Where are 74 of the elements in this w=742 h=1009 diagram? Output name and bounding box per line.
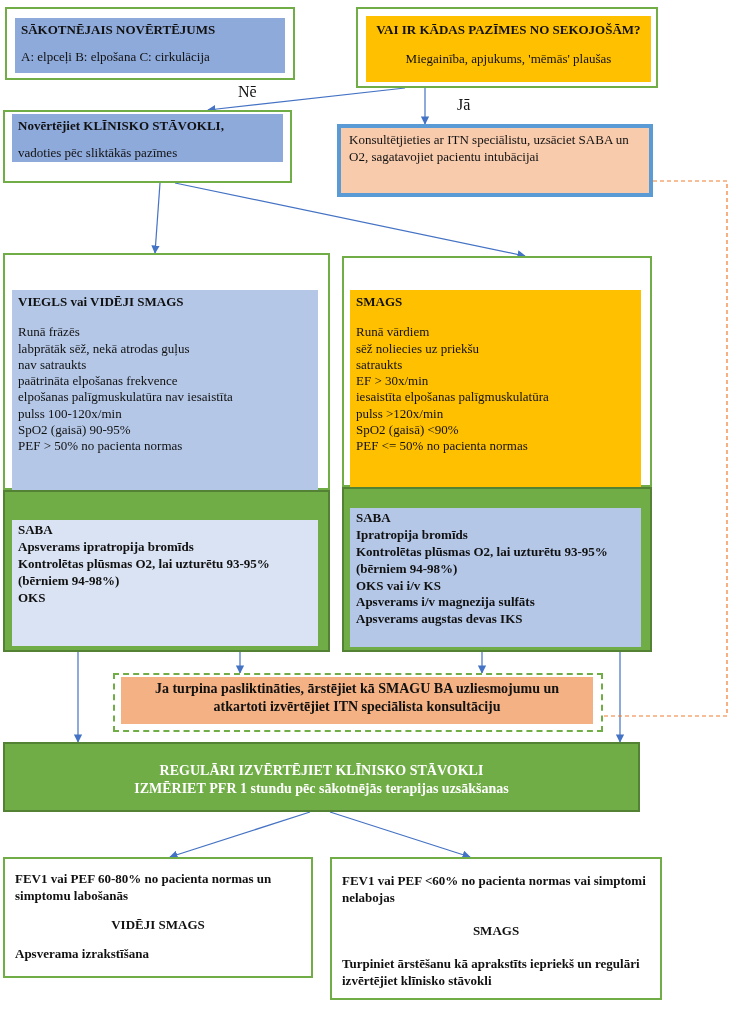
body-text: Kontrolētas plūsmas O2, lai uzturētu 93-95% (bērniem 94-98%): [18, 555, 271, 590]
body-text: OKS: [18, 589, 47, 607]
arrow: [174, 182, 526, 259]
frame-box: [342, 256, 652, 487]
body-text: PEF <= 50% no pacienta normas: [356, 438, 529, 455]
treatment-frame: [3, 490, 330, 652]
body-text: pulss >120x/min: [356, 405, 445, 422]
frame-box: [5, 7, 295, 80]
treatment-frame: [342, 487, 652, 652]
frame-box: [356, 7, 658, 88]
heading-text: REGULĀRI IZVĒRTĒJIET KLĪNISKO STĀVOKLI: [158, 762, 485, 780]
heading-text: SABA: [356, 510, 392, 527]
arrow: [151, 182, 161, 254]
body-text: SMAGS: [471, 922, 521, 940]
body-text: IZMĒRIET PFR 1 stundu pēc sākotnējās terapijas uzsākšanas: [133, 780, 510, 799]
body-text: Turpiniet ārstēšanu kā aprakstīts iepriekš un regulāri izvērtējiet klīnisko stāvokli: [342, 955, 641, 990]
arrow: [329, 811, 471, 859]
outcome-box: [3, 857, 313, 978]
assessment-box: [12, 114, 283, 162]
heading-text: SABA: [18, 522, 54, 539]
body-text: SpO2 (gaisā) 90-95%: [18, 421, 132, 438]
arrow: [420, 87, 430, 125]
heading-text: VAI IR KĀDAS PAZĪMES NO SEKOJOŠĀM?: [375, 22, 642, 39]
arrow: [169, 811, 311, 859]
arrow: [235, 651, 245, 674]
frame-box: [3, 110, 292, 183]
arrow: [615, 651, 625, 743]
consult-box: [337, 124, 653, 197]
body-text: vadoties pēc sliktākās pazīmes: [18, 144, 179, 162]
body-text: Apsverams ipratropija bromīds: [18, 538, 195, 556]
body-text: Apsverama izrakstīšana: [15, 945, 150, 963]
body-text: iesaistīta elpošanas palīgmuskulatūra: [356, 389, 550, 406]
treatment-box: [350, 508, 641, 647]
assessment-box: [15, 18, 285, 73]
outcome-box: [330, 857, 662, 1000]
body-text: OKS vai i/v KS: [356, 577, 442, 595]
body-text: nav satraukts: [18, 356, 88, 373]
heading-text: Novērtējiet KLĪNISKO STĀVOKLI,: [18, 118, 225, 135]
body-text: sēž noliecies uz priekšu: [356, 340, 481, 357]
question-box: [366, 16, 651, 82]
treatment-box: [12, 520, 318, 646]
dashed-frame: [113, 673, 603, 732]
heading-text: SMAGS: [356, 294, 404, 311]
heading-text: SĀKOTNĒJAIS NOVĒRTĒJUMS: [21, 22, 217, 39]
body-text: labprātāk sēž, nekā atrodas guļus: [18, 340, 191, 357]
body-text: pulss 100-120x/min: [18, 405, 123, 422]
heading-text: FEV1 vai PEF 60-80% no pacienta normas un simptomu labošanās: [15, 871, 273, 905]
symptom-box: [350, 290, 641, 487]
body-text: Apsverams i/v magnezija sulfāts: [356, 594, 536, 612]
dashed-connector: [602, 180, 728, 717]
action-box: [121, 677, 593, 724]
body-text: PEF > 50% no pacienta normas: [18, 438, 184, 455]
body-text: Runā frāzēs: [18, 324, 81, 341]
body-text: Kontrolētas plūsmas O2, lai uzturētu 93-95% (bērniem 94-98%): [356, 543, 609, 578]
body-text: elpošanas palīgmuskulatūra nav iesaistīta: [18, 389, 234, 406]
body-text: EF > 30x/min: [356, 373, 430, 390]
body-text: A: elpceļi B: elpošana C: cirkulācija: [21, 48, 211, 66]
body-text: satraukts: [356, 356, 404, 373]
body-text: Miegainība, apjukums, 'mēmās' plaušas: [404, 50, 613, 68]
body-text: VIDĒJI SMAGS: [110, 916, 206, 934]
symptom-box: [12, 290, 318, 490]
body-text: SpO2 (gaisā) <90%: [356, 421, 460, 438]
heading-text: VIEGLS vai VIDĒJI SMAGS: [18, 294, 185, 311]
body-text: Runā vārdiem: [356, 324, 431, 341]
body-text: Ja turpina pasliktināties, ārstējiet kā SMAGU BA uzliesmojumu un atkartoti izvērtējiet ITN speciālista konsultāciju: [153, 680, 561, 717]
body-text: paātrināta elpošanas frekvence: [18, 373, 179, 390]
body-text: Ipratropija bromīds: [356, 526, 469, 544]
frame-box: [3, 253, 330, 490]
heading-text: FEV1 vai PEF <60% no pacienta normas vai simptomi nelabojas: [342, 873, 647, 907]
body-text: Konsultētjieties ar ITN speciālistu, uzsāciet SABA un O2, sagatavojiet pacientu intubācijai: [349, 132, 630, 166]
body-text: Apsverams augstas devas IKS: [356, 611, 524, 629]
arrow: [477, 651, 487, 674]
arrow: [73, 651, 83, 743]
reassess-box: [3, 742, 640, 812]
